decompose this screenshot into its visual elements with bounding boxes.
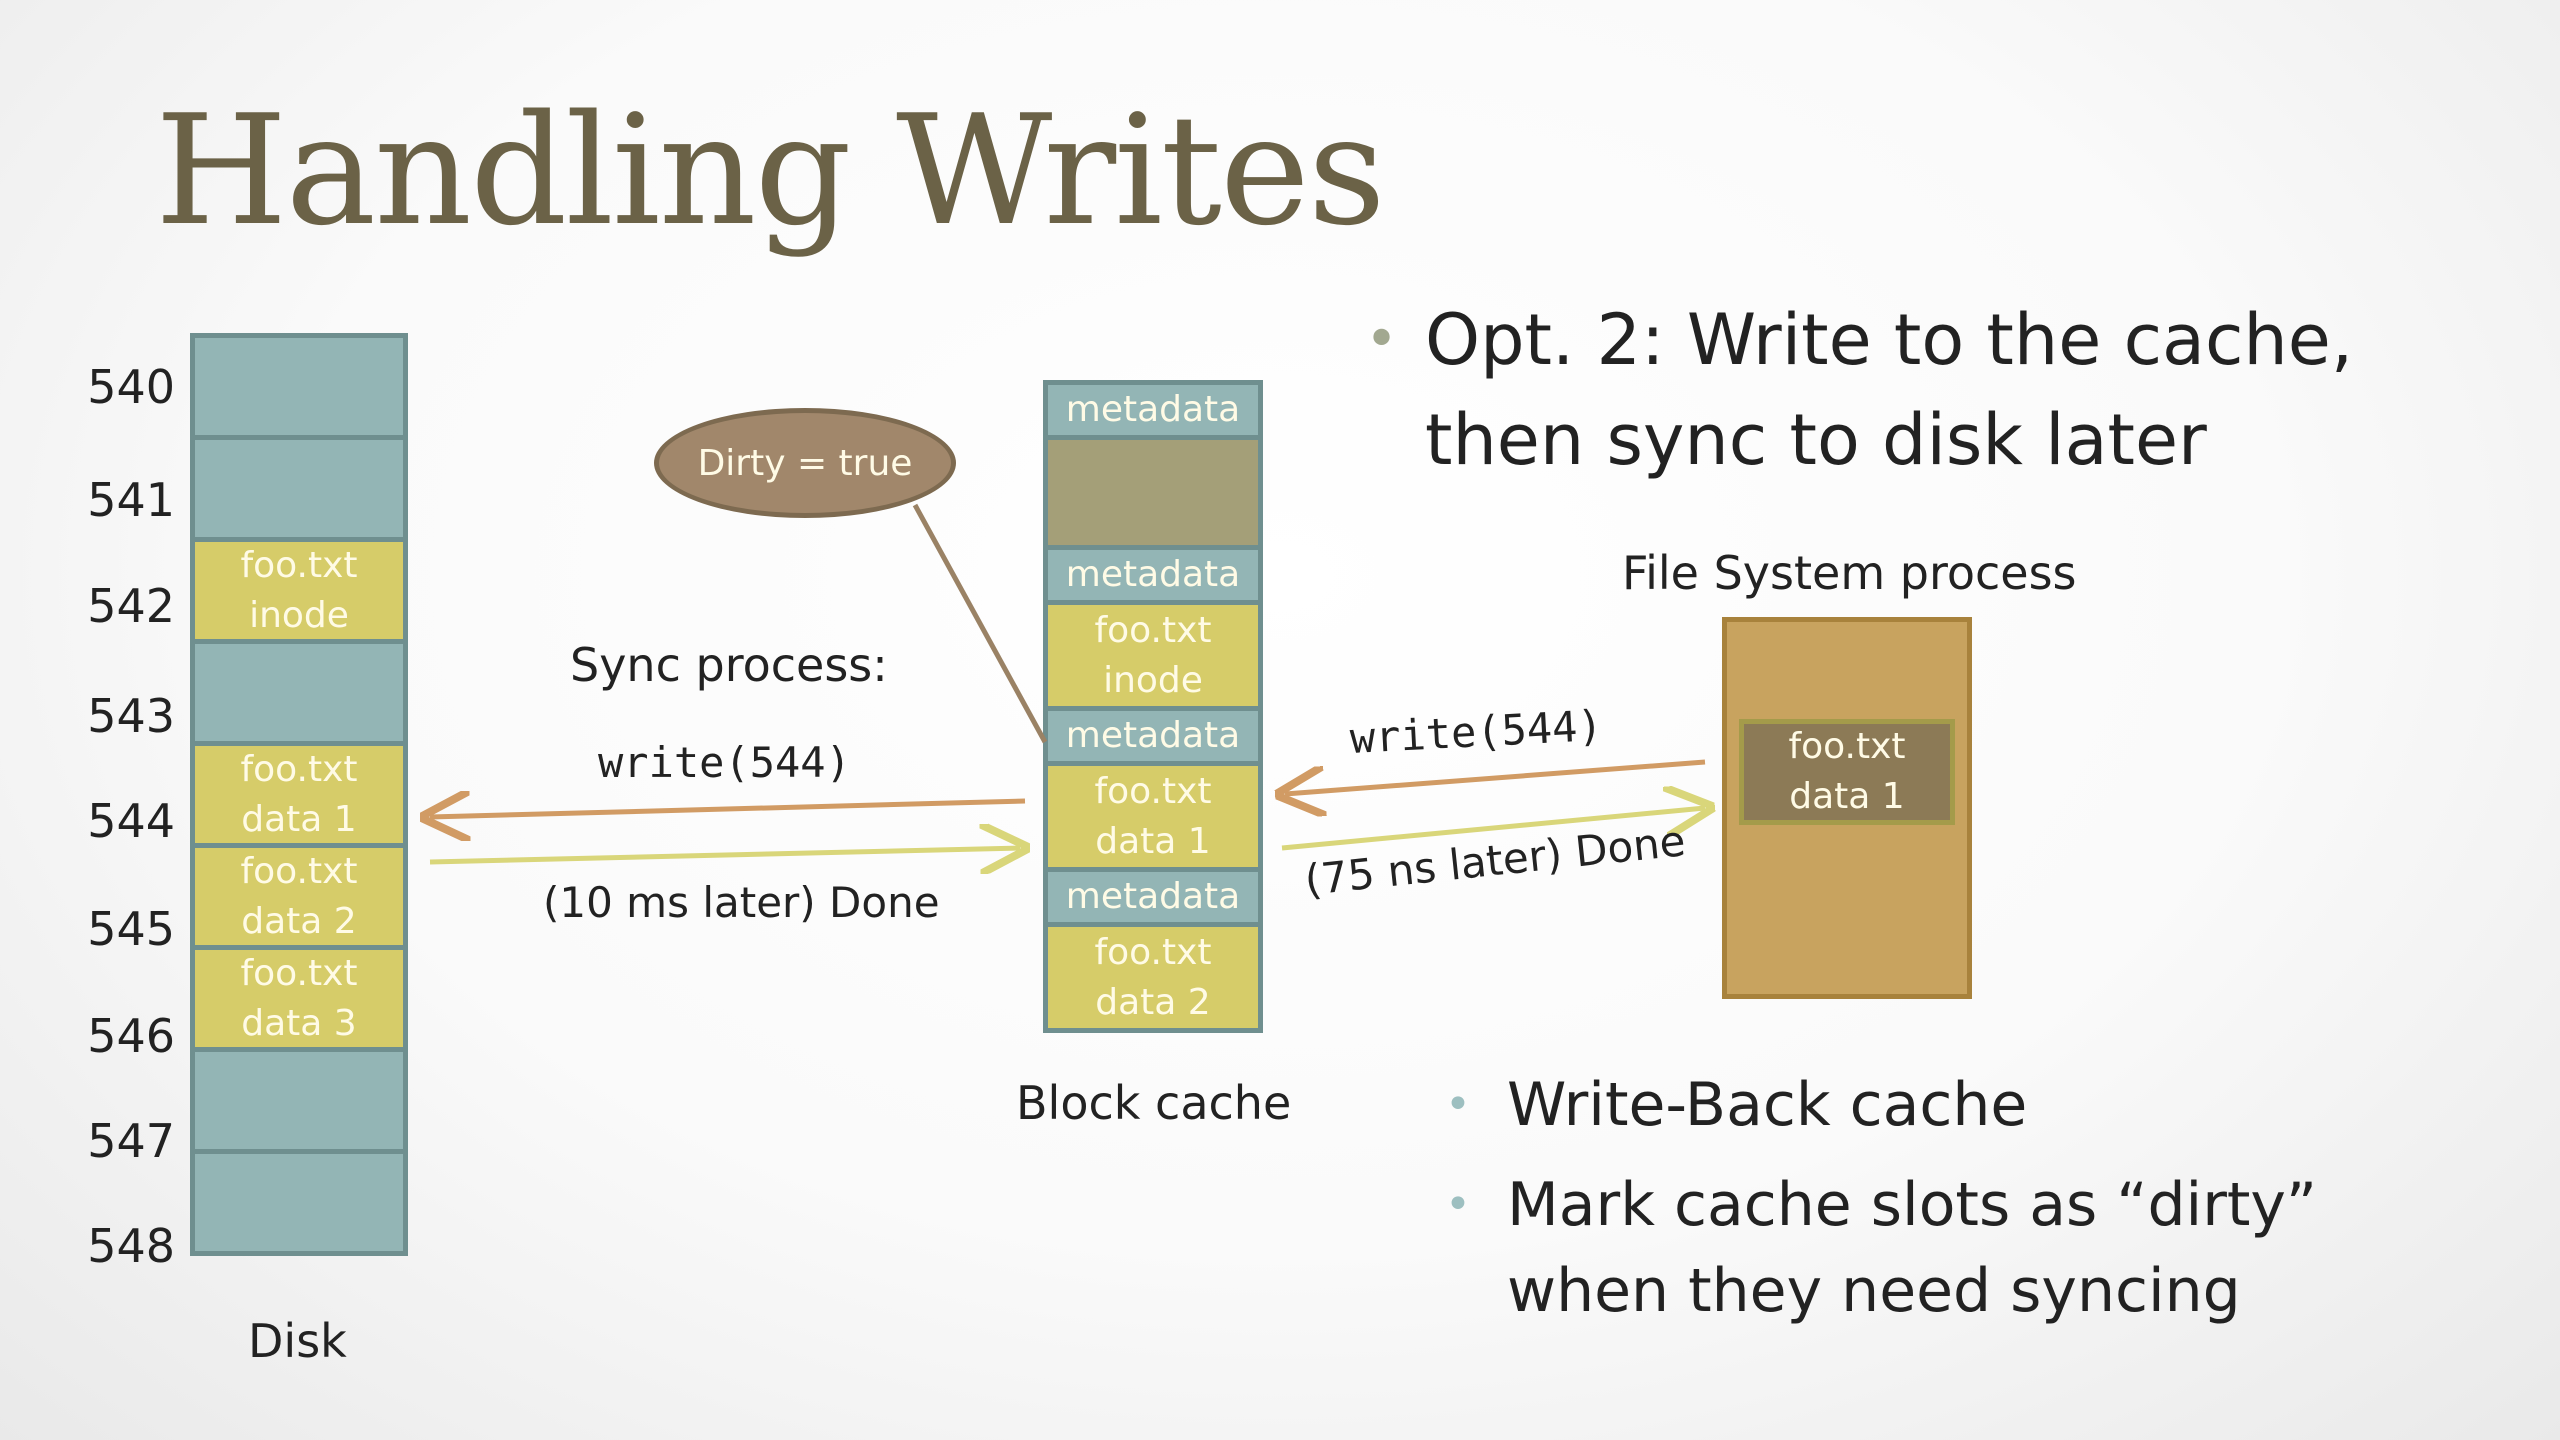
sync-done-arrow (429, 848, 1020, 862)
disk-block-number: 543 (87, 689, 175, 743)
cache-slot-metadata: metadata (1043, 867, 1263, 927)
block-text: inode (249, 594, 349, 636)
bullet-dot-icon: • (1445, 1079, 1471, 1130)
disk-block-number: 546 (87, 1009, 175, 1063)
cache-slot-data-1: foo.txt data 1 (1043, 761, 1263, 872)
disk-caption: Disk (248, 1314, 347, 1368)
cache-slot-inode: foo.txt inode (1043, 600, 1263, 711)
cache-slot-empty (1043, 435, 1263, 550)
cache-slot-metadata: metadata (1043, 380, 1263, 440)
sync-write-call: write(544) (598, 738, 851, 787)
block-text: data 3 (241, 1002, 357, 1044)
bubble-pointer-line (912, 503, 1048, 744)
disk-block-548 (190, 1149, 408, 1256)
disk-block-number: 548 (87, 1219, 175, 1273)
cache-slot-text: data 1 (1095, 820, 1211, 862)
disk-block-542: foo.txt inode (190, 537, 408, 644)
disk-block-number: 542 (87, 579, 175, 633)
sub-bullet-2: • Mark cache slots as “dirty” when they … (1445, 1162, 2317, 1334)
fs-write-call: write(544) (1348, 700, 1604, 763)
slide-title: Handling Writes (155, 82, 1386, 259)
disk-block-number: 547 (87, 1114, 175, 1168)
disk-block-541 (190, 435, 408, 542)
block-text: foo.txt (240, 748, 358, 790)
main-bullet: • Opt. 2: Write to the cache, then sync … (1365, 290, 2354, 490)
disk-block-543 (190, 639, 408, 746)
cache-slot-text: metadata (1065, 876, 1241, 917)
block-text: foo.txt (240, 952, 358, 994)
disk-block-544: foo.txt data 1 (190, 741, 408, 848)
sub-bullet-1: • Write-Back cache (1445, 1062, 2028, 1148)
bullet-dot-icon: • (1365, 307, 1399, 372)
cache-slot-data-2: foo.txt data 2 (1043, 922, 1263, 1033)
sync-done-label: (10 ms later) Done (543, 878, 940, 927)
sub-bullet-1-text: Write-Back cache (1507, 1070, 2028, 1140)
fs-process-data-block: foo.txt data 1 (1739, 719, 1955, 825)
disk-block-number: 541 (87, 473, 175, 527)
cache-slot-text: metadata (1065, 715, 1241, 756)
cache-slot-text: foo.txt (1094, 770, 1212, 812)
main-bullet-line-2: then sync to disk later (1425, 399, 2207, 481)
fs-write-arrow (1285, 759, 1706, 794)
block-text: data 2 (241, 900, 357, 942)
disk-block-540 (190, 333, 408, 440)
disk-block-545: foo.txt data 2 (190, 843, 408, 950)
cache-slot-metadata: metadata (1043, 545, 1263, 605)
block-text: foo.txt (240, 544, 358, 586)
block-text: foo.txt (240, 850, 358, 892)
sub-bullet-2-line-2: when they need syncing (1507, 1256, 2241, 1326)
disk-block-number: 540 (87, 360, 175, 414)
cache-slot-text: metadata (1065, 389, 1241, 430)
disk-block-number: 545 (87, 902, 175, 956)
cache-slot-text: metadata (1065, 554, 1241, 595)
main-bullet-line-1: Opt. 2: Write to the cache, (1425, 299, 2354, 381)
dirty-flag-bubble: Dirty = true (654, 408, 956, 518)
bullet-dot-icon: • (1445, 1179, 1471, 1230)
sync-write-arrow (430, 801, 1026, 817)
sub-bullet-2-line-1: Mark cache slots as “dirty” (1507, 1170, 2317, 1240)
block-text: data 1 (241, 798, 357, 840)
fs-block-text: foo.txt (1788, 726, 1906, 767)
fs-process-label: File System process (1622, 546, 2077, 600)
cache-slot-text: inode (1103, 659, 1203, 701)
block-cache-caption: Block cache (1016, 1076, 1292, 1130)
cache-slot-text: foo.txt (1094, 609, 1212, 651)
cache-slot-text: foo.txt (1094, 931, 1212, 973)
fs-done-arrow (1281, 808, 1705, 851)
sync-process-label: Sync process: (570, 638, 888, 692)
cache-slot-text: data 2 (1095, 981, 1211, 1023)
disk-block-number: 544 (87, 794, 175, 848)
fs-block-text: data 1 (1789, 776, 1905, 817)
disk-column: foo.txt inode foo.txt data 1 foo.txt data 2… (190, 333, 408, 1256)
